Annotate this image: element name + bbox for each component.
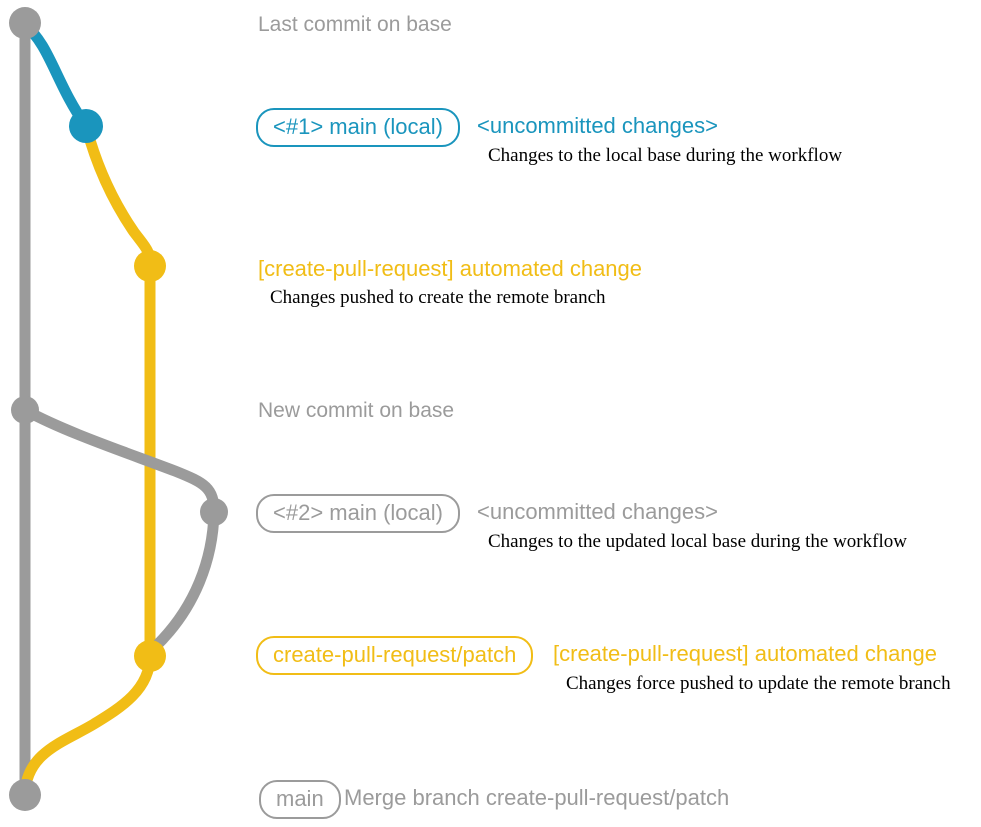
commit-message-uncommitted-2: <uncommitted changes> [477, 499, 718, 524]
commit-node-patch-commit-2 [134, 640, 166, 672]
branch-badge-patch: create-pull-request/patch [256, 636, 534, 675]
edge-local-main-2-to-patch-2 [148, 506, 220, 654]
branch-badge-local-main-2: <#2> main (local) [256, 494, 460, 533]
commit-node-patch-commit-1 [134, 250, 166, 282]
branch-badge-main: main [259, 780, 341, 819]
caption-local-base-changes: Changes to the local base during the wor… [488, 145, 843, 166]
edge-local-main-1-to-patch-1 [80, 120, 156, 272]
branch-badge-local-main-1: <#1> main (local) [256, 108, 460, 147]
commit-node-base-new-commit [11, 396, 39, 424]
commit-node-merge-commit [9, 779, 41, 811]
edge-base-to-local-main-1 [19, 19, 92, 132]
edge-base-to-local-main-2 [19, 404, 220, 518]
commit-node-base-tip [9, 7, 41, 39]
edge-patch-2-to-merge [19, 650, 156, 799]
caption-push-create-remote: Changes pushed to create the remote bran… [270, 287, 606, 308]
commit-node-local-main-1 [69, 109, 103, 143]
commit-message-automated-change-2: [create-pull-request] automated change [553, 641, 938, 666]
note-last-commit-on-base: Last commit on base [258, 13, 452, 36]
commit-message-merge: Merge branch create-pull-request/patch [344, 785, 730, 810]
commit-message-uncommitted-1: <uncommitted changes> [477, 113, 718, 138]
commit-message-automated-change-1: [create-pull-request] automated change [258, 256, 643, 281]
caption-updated-local-base-changes: Changes to the updated local base during… [488, 531, 907, 552]
caption-force-push-remote: Changes force pushed to update the remot… [566, 673, 951, 694]
commit-node-local-main-2 [200, 498, 228, 526]
note-new-commit-on-base: New commit on base [258, 399, 455, 422]
